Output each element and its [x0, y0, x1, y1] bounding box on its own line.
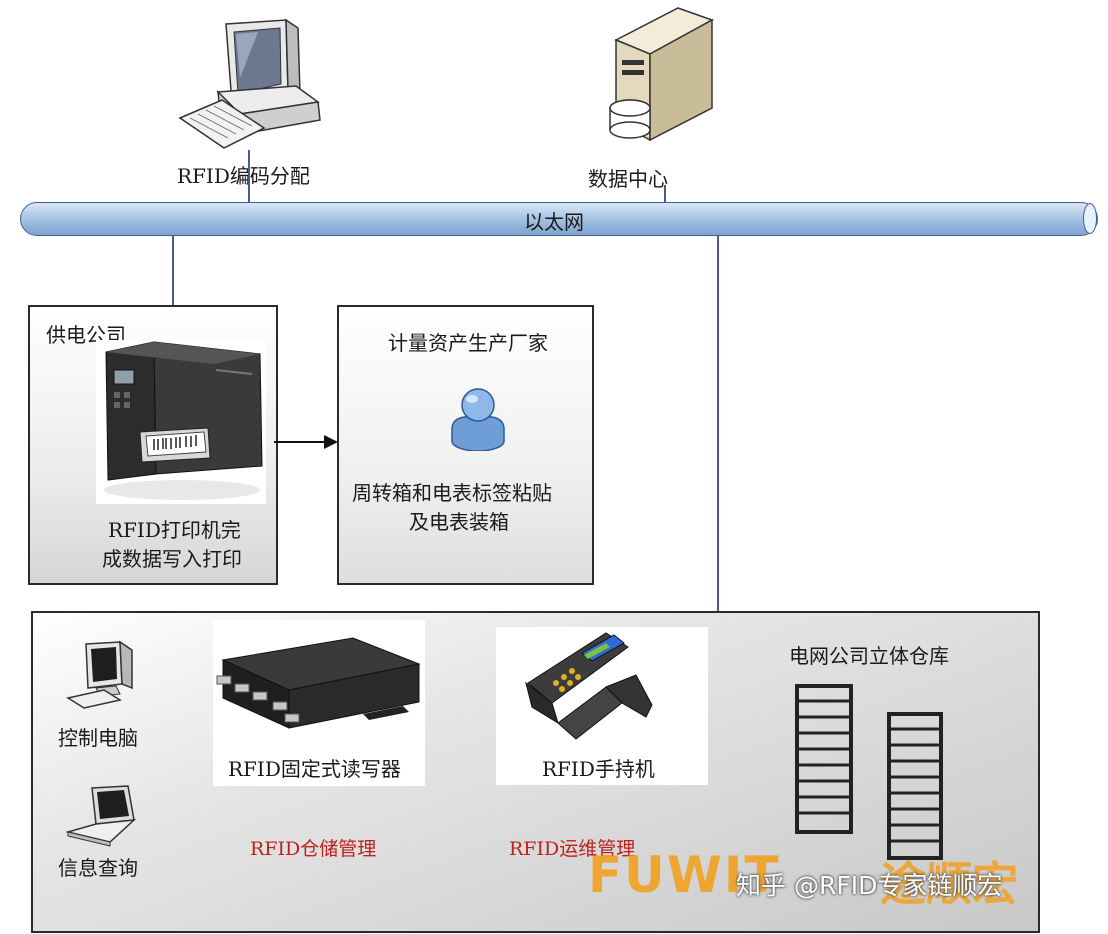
ops-mgmt-label: RFID运维管理: [509, 838, 636, 860]
watermark-brand-cn: 途顺宏: [880, 857, 1018, 911]
printer-photo: [96, 340, 266, 504]
warehouse-title: 电网公司立体仓库: [789, 644, 949, 668]
fixed-reader-icon: [216, 637, 421, 729]
rfid-printer-icon: [104, 341, 263, 500]
ethernet-label: 以太网: [524, 210, 584, 234]
watermark-credit: 知乎 @RFID专家链顺宏: [736, 871, 1003, 900]
warehouse-connector: [717, 236, 719, 612]
encoding-connector: [248, 150, 250, 204]
laptop-icon: [66, 785, 137, 847]
supplier-connector: [172, 236, 174, 338]
info-query-label: 信息查询: [58, 856, 138, 880]
datacenter-label: 数据中心: [588, 167, 668, 191]
storage-rack-1-icon: [795, 684, 853, 834]
printer-caption-line2: 成数据写入打印: [102, 547, 242, 571]
ethernet-bus-end: [1083, 203, 1097, 234]
flow-arrow: [274, 435, 338, 449]
printer-caption-line1: RFID打印机完: [108, 518, 241, 542]
server-icon: [609, 7, 714, 142]
encoding-label: RFID编码分配: [177, 164, 310, 188]
datacenter-connector: [664, 185, 666, 204]
fixed-reader-panel: [213, 620, 425, 786]
storage-mgmt-label: RFID仓储管理: [250, 838, 377, 860]
handheld-icon: [525, 632, 653, 740]
watermark-brand: FUWIT: [588, 846, 781, 904]
vendor-title: 计量资产生产厂家: [388, 331, 548, 355]
handheld-panel: [496, 627, 708, 785]
storage-rack-2-icon: [887, 712, 943, 860]
ethernet-bus: [20, 202, 1098, 236]
person-icon: [451, 388, 505, 451]
control-pc-icon: [66, 640, 133, 709]
workstation-icon: [178, 18, 321, 149]
vendor-caption-line1: 周转箱和电表标签粘贴: [352, 481, 552, 505]
handheld-label: RFID手持机: [542, 757, 655, 781]
fixed-reader-label: RFID固定式读写器: [228, 757, 401, 781]
vendor-caption-line2: 及电表装箱: [409, 510, 509, 534]
control-pc-label: 控制电脑: [58, 726, 138, 750]
